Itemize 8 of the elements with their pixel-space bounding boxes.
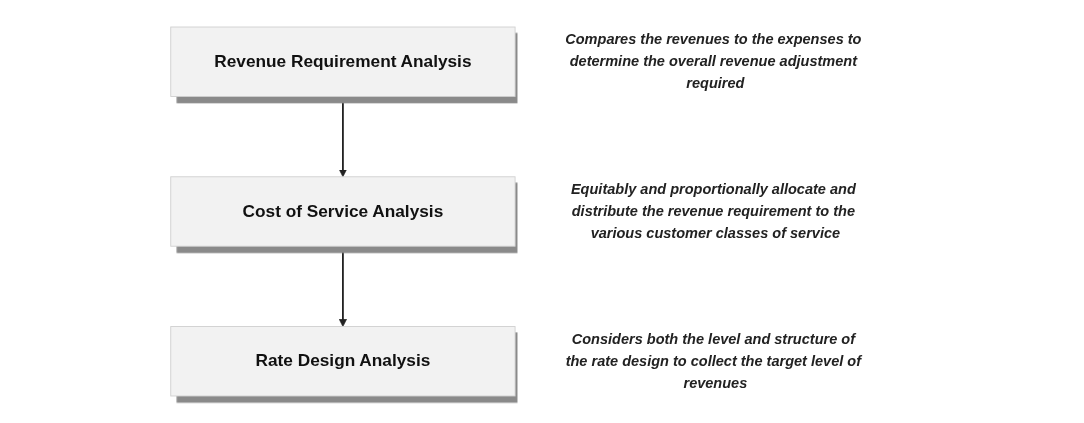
- node-label: Equitably and proportionally allocate and distribute the revenue requirement to the various customer classes of service: [570, 181, 856, 241]
- node-label: Considers both the level and structure of the rate design to collect the target level of revenues: [565, 331, 862, 391]
- node-box: Rate Design Analysis: [170, 326, 516, 397]
- node-box: Revenue Requirement Analysis: [170, 26, 516, 97]
- arrow: [338, 245, 347, 327]
- node-box: Cost of Service Analysis: [170, 176, 516, 247]
- arrow: [338, 95, 347, 178]
- node-label: Compares the revenues to the expenses to determine the overall revenue adjustment required: [565, 31, 862, 91]
